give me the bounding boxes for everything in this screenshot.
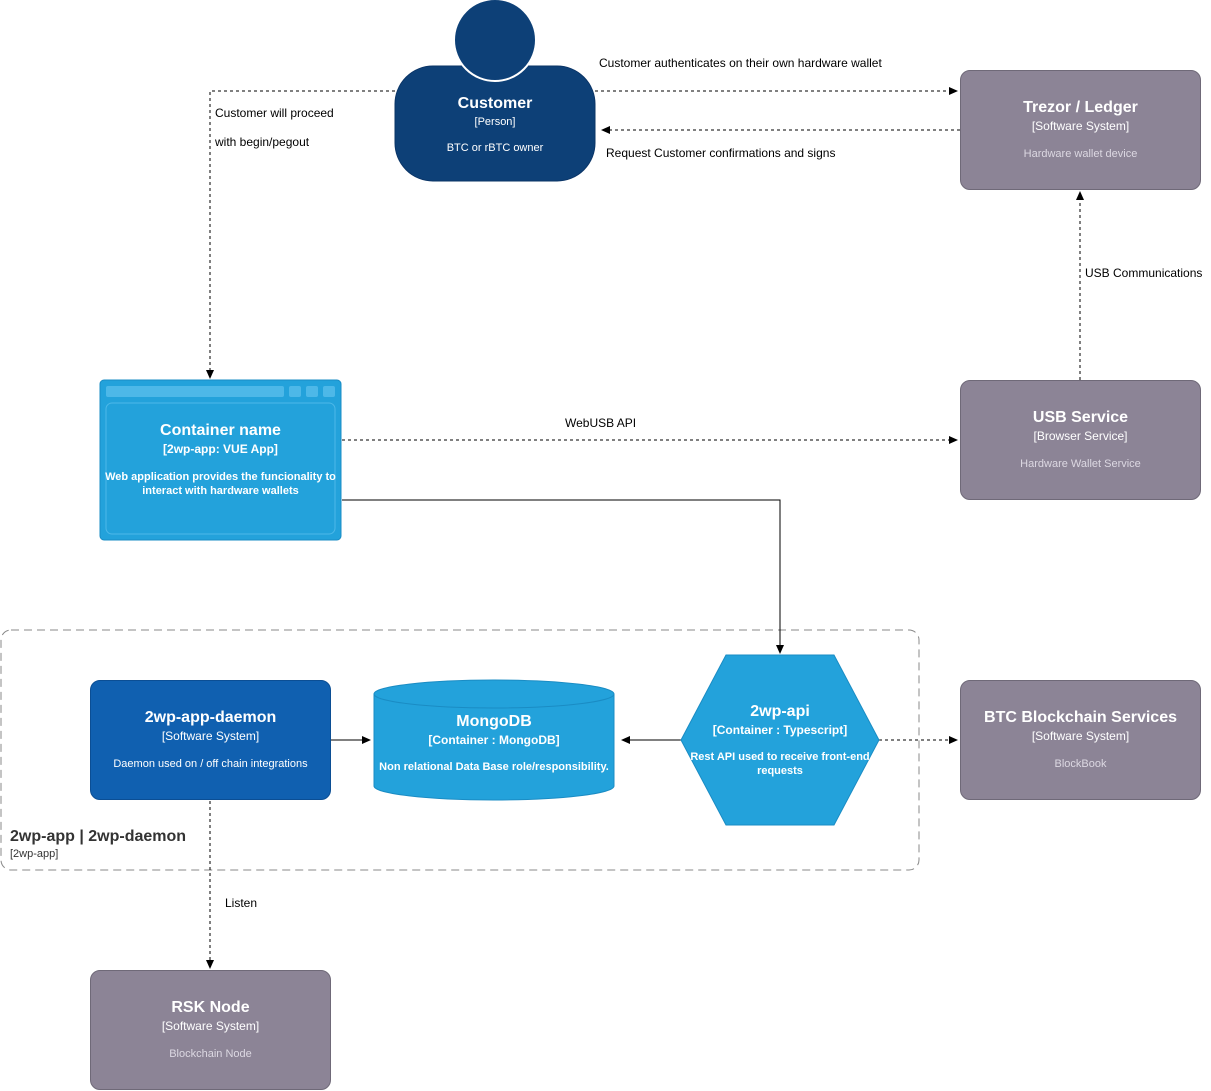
mongodb-cylinder-shape bbox=[373, 679, 615, 801]
edge-label-proceed-1: Customer will proceed bbox=[215, 106, 334, 120]
daemon-description: Daemon used on / off chain integrations bbox=[113, 758, 308, 770]
edge-label-listen: Listen bbox=[225, 896, 258, 910]
usb-service-description: Hardware Wallet Service bbox=[1020, 458, 1141, 470]
system-boundary bbox=[0, 629, 920, 871]
customer-node: Customer [Person] BTC or rBTC owner bbox=[395, 90, 595, 170]
edge-customer-to-app bbox=[206, 90, 395, 379]
trezor-type: [Software System] bbox=[1031, 119, 1130, 133]
container-title: Container name bbox=[160, 422, 281, 439]
customer-type: [Person] bbox=[474, 116, 516, 128]
daemon-node: 2wp-app-daemon [Software System] Daemon … bbox=[90, 680, 331, 800]
usb-service-type: [Browser Service] bbox=[1033, 429, 1128, 443]
edge-label-authenticates: Customer authenticates on their own hard… bbox=[599, 56, 882, 70]
trezor-ledger-node: Trezor / Ledger [Software System] Hardwa… bbox=[960, 70, 1201, 190]
container-type: [2wp-app: VUE App] bbox=[163, 442, 278, 456]
trezor-title: Trezor / Ledger bbox=[1023, 99, 1138, 116]
rsk-node-title: RSK Node bbox=[171, 999, 250, 1016]
web-app-node: Container name [2wp-app: VUE App] Web ap… bbox=[100, 380, 341, 540]
api-type: [Container : Typescript] bbox=[712, 723, 848, 737]
edge-label-webusb: WebUSB API bbox=[565, 416, 637, 430]
usb-service-title: USB Service bbox=[1032, 409, 1129, 426]
trezor-description: Hardware wallet device bbox=[1023, 148, 1138, 160]
rsk-node: RSK Node [Software System] Blockchain No… bbox=[90, 970, 331, 1090]
edge-label-confirmations: Request Customer confirmations and signs bbox=[606, 146, 836, 160]
rsk-node-description: Blockchain Node bbox=[169, 1048, 252, 1060]
customer-person-shape bbox=[394, 0, 596, 182]
btc-services-type: [Software System] bbox=[1031, 729, 1130, 743]
daemon-title: 2wp-app-daemon bbox=[144, 709, 277, 726]
usb-service-node: USB Service [Browser Service] Hardware W… bbox=[960, 380, 1201, 500]
mongodb-description: Non relational Data Base role/responsibi… bbox=[379, 761, 609, 773]
mongodb-type: [Container : MongoDB] bbox=[428, 733, 560, 747]
btc-services-description: BlockBook bbox=[1054, 758, 1107, 770]
boundary-title: 2wp-app | 2wp-daemon bbox=[10, 828, 187, 845]
api-description: Rest API used to receive front-end reque… bbox=[690, 751, 870, 777]
container-description: Web application provides the funcionalit… bbox=[105, 471, 336, 497]
mongodb-node: MongoDB [Container : MongoDB] Non relati… bbox=[374, 712, 614, 792]
btc-services-node: BTC Blockchain Services [Software System… bbox=[960, 680, 1201, 800]
api-hexagon-shape bbox=[680, 654, 880, 826]
api-title: 2wp-api bbox=[750, 703, 810, 720]
customer-title: Customer bbox=[457, 95, 533, 112]
rsk-node-type: [Software System] bbox=[161, 1019, 260, 1033]
edge-app-to-api bbox=[342, 499, 784, 654]
edge-label-usb-communications: USB Communications bbox=[1085, 266, 1203, 280]
api-node: 2wp-api [Container : Typescript] Rest AP… bbox=[681, 702, 879, 792]
mongodb-title: MongoDB bbox=[456, 713, 532, 730]
customer-description: BTC or rBTC owner bbox=[446, 142, 544, 154]
edge-label-proceed-2: with begin/pegout bbox=[215, 135, 310, 149]
daemon-type: [Software System] bbox=[161, 729, 260, 743]
web-app-container-shape bbox=[99, 379, 342, 541]
btc-services-title: BTC Blockchain Services bbox=[984, 709, 1177, 726]
boundary-subtitle: [2wp-app] bbox=[10, 848, 59, 860]
